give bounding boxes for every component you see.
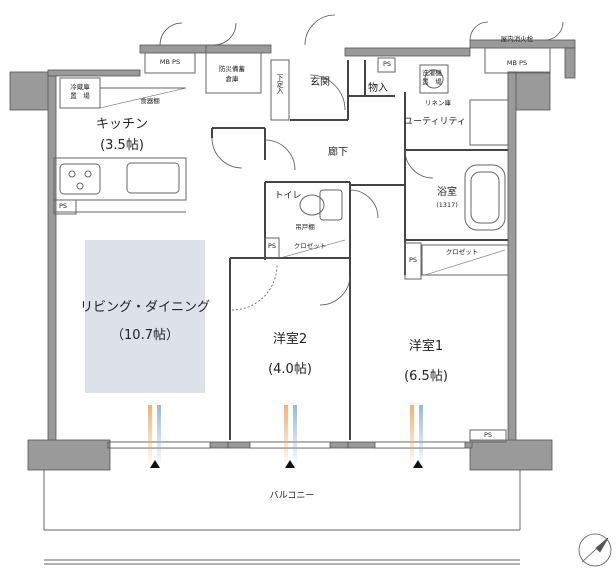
fridge-label-2: 置 場 [70,92,90,100]
kitchen-area: (3.5帖) [100,138,144,153]
western1-name: 洋室1 [408,339,444,354]
hydrant-label: 屋内消火栓 [500,35,534,43]
hanging-shelf-label: 吊戸棚 [295,223,315,231]
closet-toilet-label: クロゼット [293,242,327,250]
western1-area: (6.5帖) [404,369,448,384]
balcony-name: バルコニー [269,491,315,501]
airflow-indicators [148,405,423,468]
bath-name: 浴室 [437,187,457,198]
storage-name: 物入 [368,83,388,94]
kitchen-name: キッチン [95,117,149,132]
mbps-right-label: MB PS [506,59,528,67]
fridge-label-1: 冷蔵庫 [70,83,90,91]
ps-toilet-label: PS [267,242,277,250]
ps-balcony-label: PS [483,431,493,439]
ps-bath-label: PS [408,256,418,264]
disaster-storage-label-1: 防災備蓄 [219,65,245,73]
bath-size: (1317) [436,201,458,209]
disaster-storage-label-2: 倉庫 [225,75,239,83]
washer-label-1: 洗濯機 [422,69,442,77]
compass-icon [578,533,612,567]
cupboard-label: 食器棚 [140,97,160,105]
ps-storage-label: PS [382,60,392,68]
western2-name: 洋室2 [272,332,308,347]
entrance-name: 玄関 [310,77,330,88]
utility-name: ユーティリティ [404,117,466,127]
ps-kitchen-label: PS [58,202,68,210]
mbps-left-label: MB PS [159,58,181,66]
interior-walls [211,60,508,440]
living-highlight [85,240,205,393]
shoe-box-label: 下足入 [276,74,284,94]
living-name: リビング・ダイニング [79,300,211,315]
living-area: （10.7帖） [111,328,179,343]
washer-label-2: 置 場 [422,78,442,86]
closet-western1-label: クロゼット [445,248,479,256]
western2-area: (4.0帖) [268,362,312,377]
exterior-walls [9,39,576,471]
corridor-name: 廊下 [328,147,348,158]
toilet-name: トイレ [274,191,302,201]
interior-details [43,47,551,565]
door-swings [159,14,564,311]
linen-label: リネン庫 [425,99,451,107]
